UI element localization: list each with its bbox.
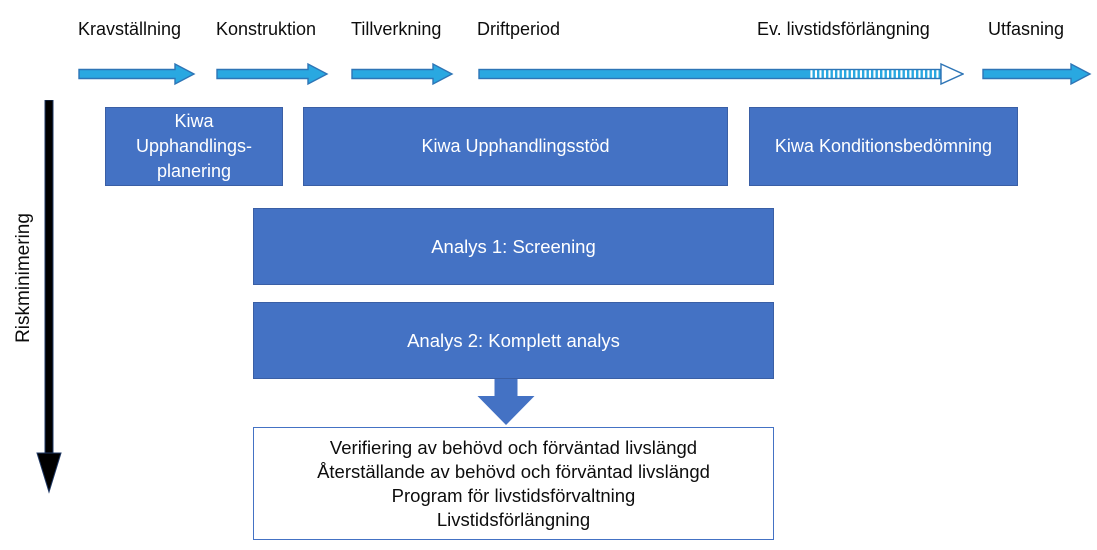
phase-arrow-icon-driftperiod-striped <box>478 62 964 86</box>
service-box-konditionsbedomning: Kiwa Konditionsbedömning <box>749 107 1018 186</box>
risk-axis-label: Riskminimering <box>13 213 34 343</box>
phase-label-tillverkning: Tillverkning <box>351 19 442 39</box>
outcome-line: Program för livstidsförvaltning <box>391 484 636 506</box>
phase-label-kravstallning: Kravställning <box>78 19 182 39</box>
phase-arrow-icon-3 <box>351 62 454 86</box>
service-box-upphandlingsstod: Kiwa Upphandlingsstöd <box>303 107 728 186</box>
outcome-line: Återställande av behövd och förväntad li… <box>317 460 710 482</box>
outcomes-box: Verifiering av behövd och förväntad livs… <box>253 427 774 540</box>
service-box-upphandlingsplanering: Kiwa Upphandlings- planering <box>105 107 283 186</box>
phase-label-driftperiod: Driftperiod <box>477 19 561 39</box>
outcome-line: Livstidsförlängning <box>436 508 591 530</box>
phase-arrow-icon-2 <box>216 62 329 86</box>
phase-label-utfasning: Utfasning <box>988 19 1065 39</box>
analysis-box-komplett-analys: Analys 2: Komplett analys <box>253 302 774 379</box>
risk-axis-arrow-icon <box>35 100 63 494</box>
phase-arrow-icon-1 <box>78 62 196 86</box>
outcome-line: Verifiering av behövd och förväntad livs… <box>329 436 698 458</box>
phase-label-livstidsforlangning: Ev. livstidsförlängning <box>757 19 930 39</box>
analysis-box-screening: Analys 1: Screening <box>253 208 774 285</box>
phase-arrow-icon-utfasning <box>982 62 1092 86</box>
phase-label-konstruktion: Konstruktion <box>216 19 317 39</box>
down-arrow-icon <box>477 379 539 427</box>
